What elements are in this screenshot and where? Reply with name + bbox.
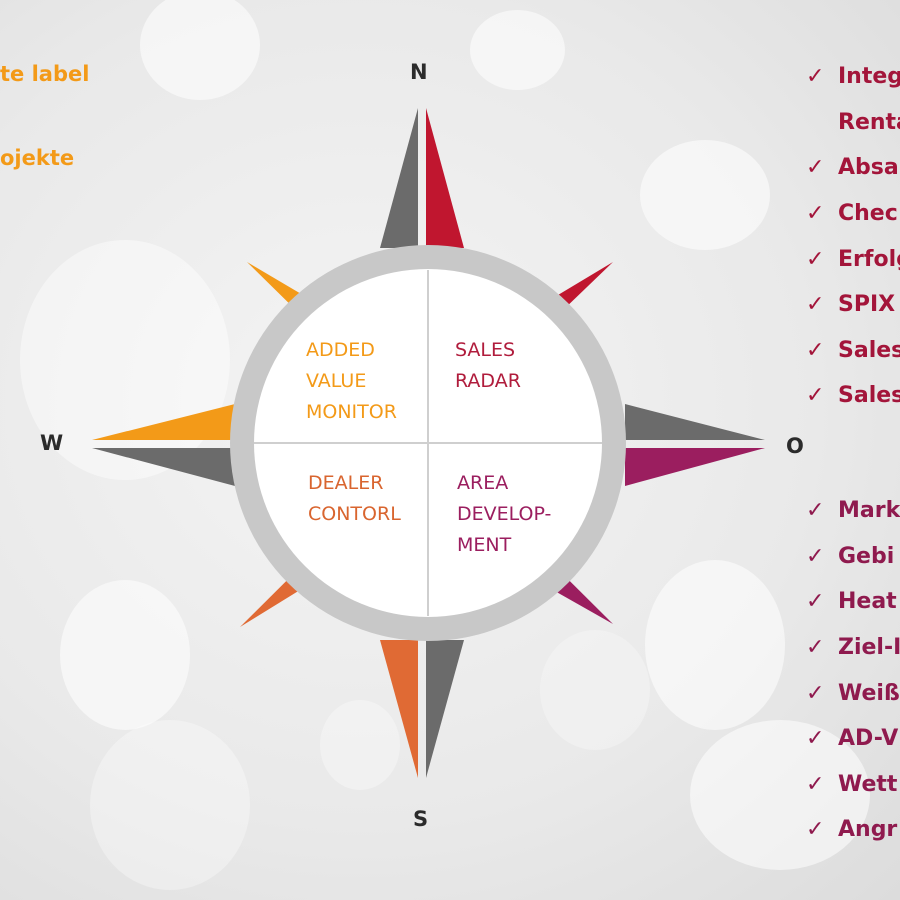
quadrant-line: DEALER — [308, 472, 384, 494]
arm-south-left — [380, 640, 418, 778]
check-icon: ✓ — [806, 64, 825, 90]
quadrant-area-development: AREA DEVELOP- MENT — [457, 468, 551, 561]
quadrant-added-value-monitor: ADDED VALUE MONITOR — [306, 335, 397, 428]
quadrant-line: ADDED — [306, 339, 375, 361]
checklist-item: ✓Angr — [806, 817, 898, 843]
check-icon: ✓ — [806, 817, 825, 843]
arm-south-right — [426, 640, 464, 778]
arm-north-left — [380, 108, 418, 248]
direction-east: O — [786, 434, 804, 458]
quadrant-line: MONITOR — [306, 401, 397, 423]
check-icon: ✓ — [806, 383, 825, 409]
checklist-item: ✓Chec — [806, 201, 898, 227]
checklist-item: ✓SPIX — [806, 292, 896, 318]
check-icon: ✓ — [806, 201, 825, 227]
direction-west: W — [40, 431, 64, 455]
quadrant-line: CONTORL — [308, 503, 401, 525]
quadrant-line: SALES — [455, 339, 516, 361]
arm-west-bottom — [92, 448, 235, 486]
arm-east-bottom — [625, 448, 765, 486]
checklist-item: ✓Wett — [806, 771, 898, 797]
checklist-item: ✓Gebi — [806, 543, 895, 569]
checklist-item: ✓Sales — [806, 337, 900, 363]
check-icon: ✓ — [806, 246, 825, 272]
left-label-2: ojekte — [0, 146, 75, 170]
check-icon: ✓ — [806, 337, 825, 363]
checklist-item: ✓Sales — [806, 383, 900, 409]
check-icon: ✓ — [806, 635, 825, 661]
arm-north-right — [426, 108, 464, 248]
arm-east-top — [625, 404, 765, 440]
direction-north: N — [410, 60, 428, 84]
checklist-item: ✓Heat — [806, 589, 897, 615]
checklist-item: ✓Integ — [806, 64, 900, 90]
quadrant-line: MENT — [457, 534, 512, 556]
checklist-item: ✓AD-V — [806, 726, 899, 752]
check-icon: ✓ — [806, 589, 825, 615]
quadrant-sales-radar: SALES RADAR — [455, 335, 521, 397]
check-icon: ✓ — [806, 155, 825, 181]
quadrant-dealer-control: DEALER CONTORL — [308, 468, 401, 530]
check-icon: ✓ — [806, 771, 825, 797]
checklist-top: ✓Integ Renta ✓Absa ✓Chec ✓Erfolg ✓SPIX ✓… — [806, 54, 900, 419]
checklist-item: ✓Weiß — [806, 680, 900, 706]
check-icon: ✓ — [806, 292, 825, 318]
check-icon: ✓ — [806, 498, 825, 524]
quadrant-line: VALUE — [306, 370, 367, 392]
checklist-bottom: ✓Mark ✓Gebi ✓Heat ✓Ziel-I ✓Weiß ✓AD-V ✓W… — [806, 488, 900, 853]
quadrant-line: RADAR — [455, 370, 521, 392]
quadrant-line: AREA — [457, 472, 509, 494]
checklist-item: ✓Absa — [806, 155, 899, 181]
checklist-item: ✓Mark — [806, 498, 900, 524]
check-icon: ✓ — [806, 680, 825, 706]
check-icon: ✓ — [806, 726, 825, 752]
quadrant-line: DEVELOP- — [457, 503, 552, 525]
checklist-item: Renta — [838, 109, 900, 135]
checklist-item: ✓Ziel-I — [806, 635, 900, 661]
left-label-1: te label — [0, 62, 90, 86]
arm-west-top — [92, 404, 235, 440]
checklist-item: ✓Erfolg — [806, 246, 900, 272]
check-icon: ✓ — [806, 543, 825, 569]
direction-south: S — [413, 807, 429, 831]
